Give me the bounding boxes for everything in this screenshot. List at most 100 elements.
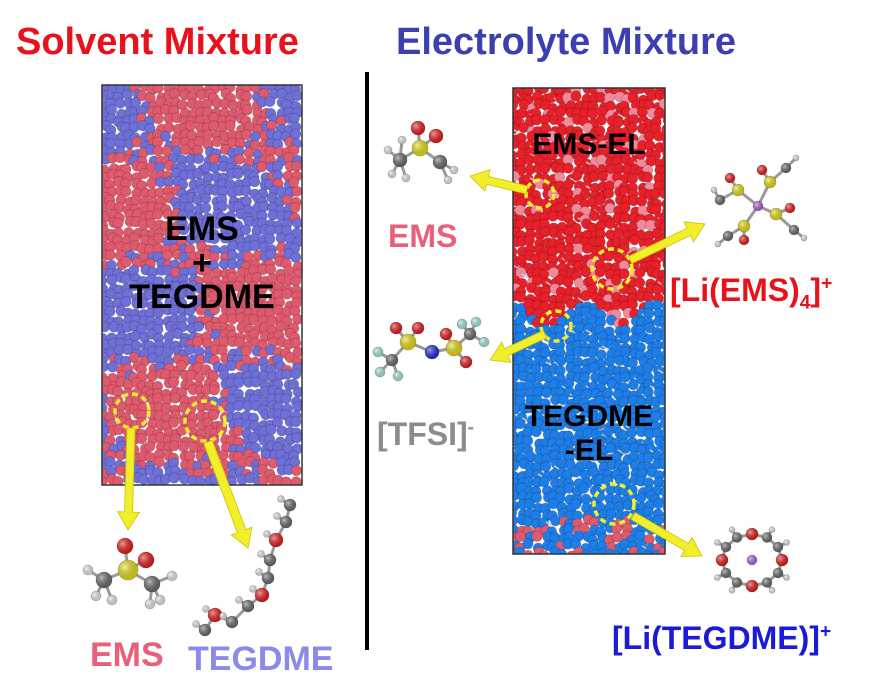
electrolyte-bead bbox=[556, 548, 568, 554]
solvent-bead bbox=[122, 88, 134, 100]
yellow-arrow bbox=[469, 169, 529, 195]
solvent-bead bbox=[138, 168, 150, 180]
atom bbox=[732, 532, 742, 543]
solvent-bead bbox=[114, 152, 126, 164]
atom bbox=[388, 170, 396, 178]
solvent-bead bbox=[153, 456, 165, 468]
molecule bbox=[383, 120, 459, 185]
electrolyte-bead bbox=[589, 548, 601, 554]
atom bbox=[433, 155, 447, 169]
electrolyte-bead bbox=[610, 274, 622, 286]
electrolyte-bead bbox=[660, 171, 665, 182]
electrolyte-bead bbox=[570, 466, 582, 478]
electrolyte-bead bbox=[604, 218, 616, 230]
li-ems-label-charge: + bbox=[821, 273, 833, 295]
tfsi-label-base: [TFSI] bbox=[377, 416, 468, 452]
ems-label-bottom: EMS bbox=[90, 636, 164, 674]
solvent-bead bbox=[120, 186, 132, 198]
electrolyte-bead bbox=[605, 508, 617, 520]
atom bbox=[257, 550, 265, 558]
solvent-bead bbox=[291, 185, 302, 197]
li-tegdme-selection-circle bbox=[592, 482, 636, 526]
yellow-arrow bbox=[116, 427, 141, 531]
solvent-bead bbox=[280, 393, 292, 405]
atom bbox=[479, 337, 489, 347]
electrolyte-bead bbox=[555, 354, 567, 366]
atom bbox=[280, 516, 292, 528]
electrolyte-bead bbox=[643, 550, 654, 554]
electrolyte-bead bbox=[657, 369, 665, 376]
molecule bbox=[372, 316, 490, 382]
molecule bbox=[82, 537, 178, 610]
atom bbox=[91, 591, 101, 601]
li-tegdme-label-base: [Li(TEGDME)] bbox=[612, 620, 820, 656]
electrolyte-bead bbox=[661, 285, 665, 297]
solvent-bead bbox=[120, 296, 132, 308]
electrolyte-bead bbox=[580, 290, 592, 302]
solvent-bead bbox=[168, 416, 180, 428]
atom bbox=[199, 624, 211, 636]
solvent-bead bbox=[202, 129, 214, 141]
solvent-bead bbox=[152, 208, 164, 220]
atom bbox=[117, 538, 133, 554]
electrolyte-bead bbox=[539, 162, 551, 174]
atom bbox=[264, 554, 276, 566]
electrolyte-bead bbox=[636, 195, 648, 207]
electrolyte-bead bbox=[658, 458, 665, 470]
solvent-bead bbox=[136, 432, 148, 444]
electrolyte-bead bbox=[603, 250, 615, 262]
atom bbox=[747, 555, 757, 565]
electrolyte-bead bbox=[571, 170, 583, 182]
electrolyte-bead bbox=[619, 202, 631, 214]
atom bbox=[398, 136, 406, 144]
left-box-label-ems: EMS bbox=[165, 210, 239, 248]
solvent-bead bbox=[211, 136, 223, 148]
atom bbox=[255, 588, 269, 602]
atom bbox=[711, 187, 717, 193]
electrolyte-bead bbox=[602, 387, 614, 399]
solvent-bead bbox=[200, 202, 212, 214]
yellow-arrow bbox=[203, 439, 253, 549]
atom bbox=[789, 225, 799, 235]
li-ems-label: [Li(EMS)4]+ bbox=[670, 272, 832, 314]
atom bbox=[729, 526, 735, 533]
electrolyte-bead bbox=[603, 187, 615, 199]
solvent-bead bbox=[193, 320, 205, 332]
electrolyte-bead bbox=[522, 538, 534, 550]
atom bbox=[729, 587, 735, 594]
atom bbox=[384, 146, 392, 154]
atom bbox=[753, 201, 763, 211]
electrolyte-bead bbox=[661, 300, 665, 312]
electrolyte-bead bbox=[514, 418, 526, 430]
solvent-bead bbox=[144, 440, 156, 452]
electrolyte-bead bbox=[619, 371, 631, 383]
tegdme-el-label-line1: TEGDME bbox=[524, 400, 654, 433]
solvent-bead bbox=[264, 96, 276, 108]
atom bbox=[457, 319, 467, 329]
solvent-bead bbox=[176, 360, 188, 372]
electrolyte-bead bbox=[666, 490, 676, 496]
electrolyte-bead bbox=[618, 268, 630, 280]
electrolyte-bead bbox=[588, 362, 600, 374]
electrolyte-bead bbox=[658, 546, 665, 554]
solvent-bead bbox=[184, 288, 196, 300]
electrolyte-bead bbox=[661, 179, 665, 191]
electrolyte-bead bbox=[530, 426, 542, 438]
atom bbox=[732, 184, 744, 196]
solvent-bead bbox=[102, 321, 111, 333]
electrolyte-bead bbox=[660, 330, 665, 342]
ems-label-right: EMS bbox=[388, 218, 458, 254]
electrolyte-bead bbox=[514, 546, 526, 554]
molecule bbox=[710, 154, 808, 248]
electrolyte-bead bbox=[658, 394, 665, 406]
electrolyte-bead bbox=[610, 299, 622, 311]
atom bbox=[390, 322, 402, 334]
solvent-bead bbox=[233, 400, 245, 412]
solvent-bead bbox=[288, 378, 300, 390]
solvent-bead bbox=[178, 441, 190, 453]
atom bbox=[714, 574, 721, 581]
atom bbox=[781, 163, 791, 173]
solvent-bead bbox=[284, 352, 296, 364]
electrolyte-bead bbox=[661, 357, 665, 368]
atom bbox=[725, 173, 735, 183]
